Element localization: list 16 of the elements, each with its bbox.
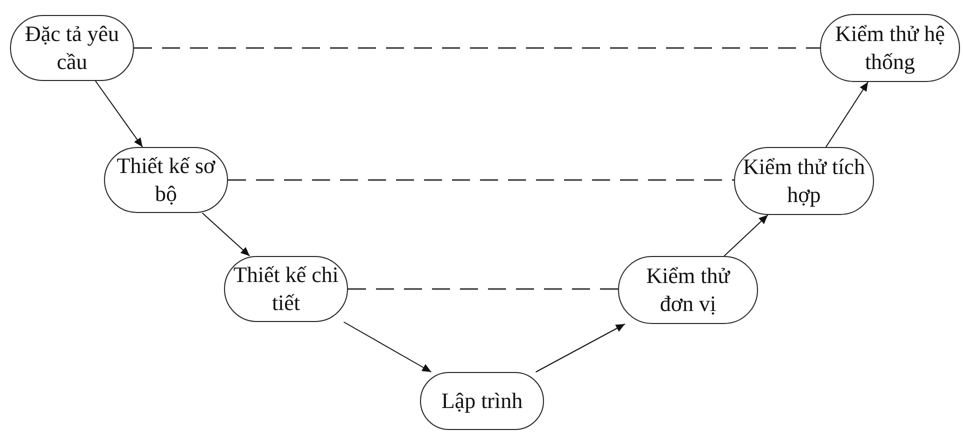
- node-label: Lập trình: [441, 387, 523, 415]
- arrow: [724, 214, 768, 256]
- node-label: Kiểm thử đơn vị: [645, 262, 732, 318]
- node-label: Thiết kế chi tiết: [233, 261, 339, 317]
- arrow: [535, 324, 626, 372]
- node-label: Thiết kế sơ bộ: [116, 152, 216, 208]
- dashed-line: [134, 47, 820, 49]
- arrow: [825, 82, 869, 148]
- node-label: Kiểm thử hệ thống: [834, 20, 946, 76]
- arrow: [95, 80, 143, 148]
- arrow: [343, 322, 432, 372]
- dashed-line: [228, 179, 734, 181]
- arrow: [202, 212, 250, 256]
- node-label: Kiểm thử tích hợp: [743, 153, 865, 209]
- node-label: Đặc tả yêu cầu: [24, 20, 120, 76]
- dashed-line: [348, 288, 618, 290]
